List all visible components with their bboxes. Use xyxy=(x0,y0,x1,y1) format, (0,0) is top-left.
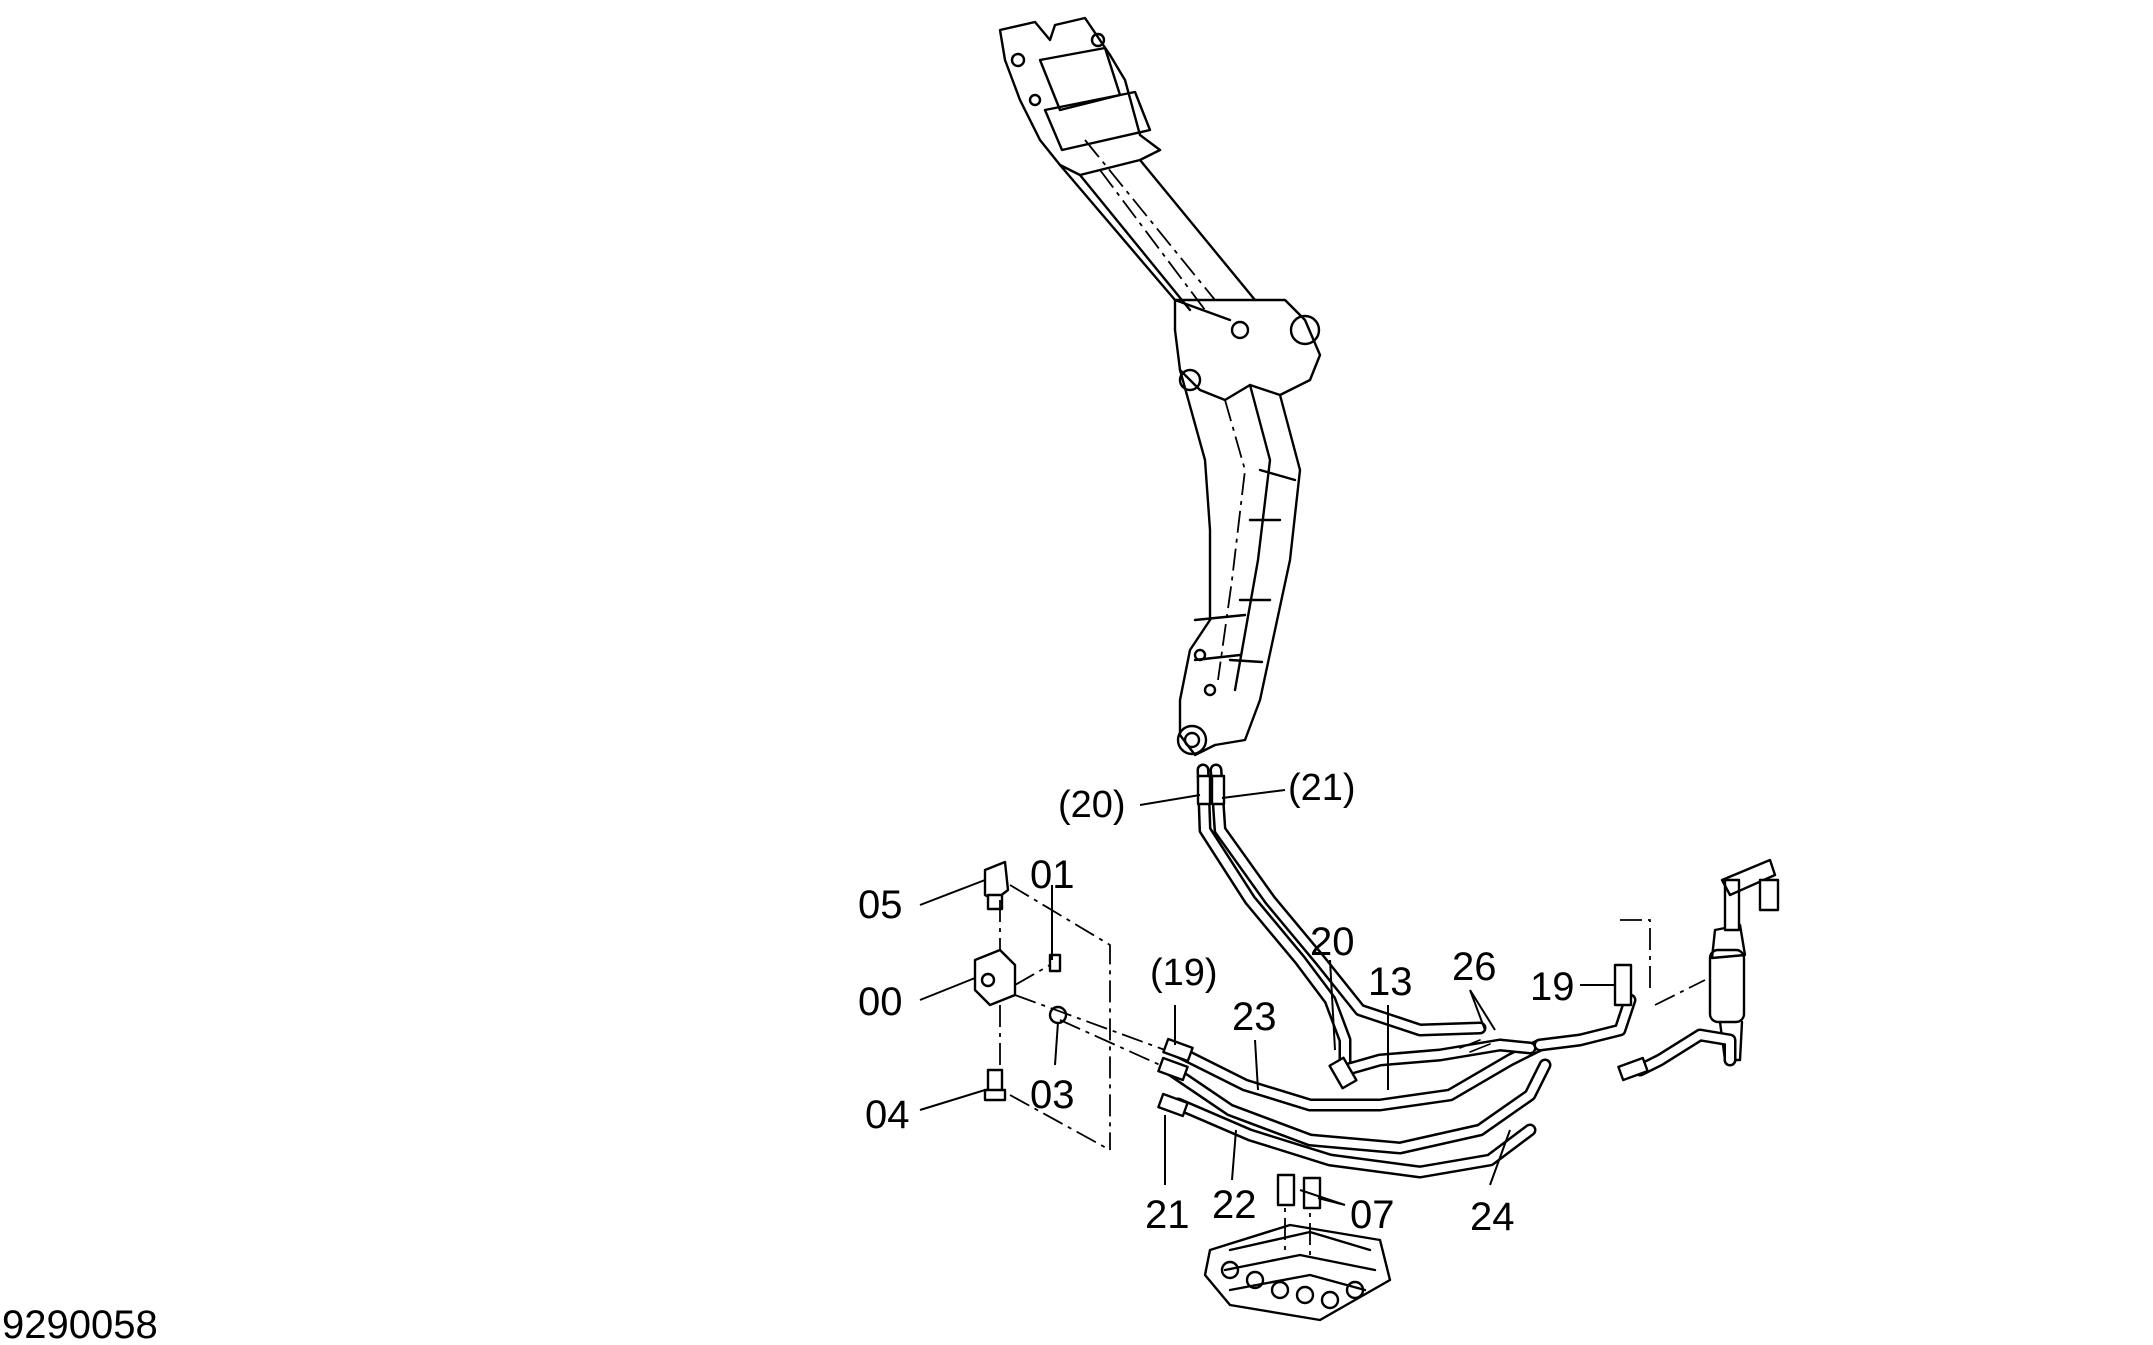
callout-07: 07 xyxy=(1350,1193,1395,1237)
callout-19-ref: (19) xyxy=(1150,952,1218,994)
callout-23: 23 xyxy=(1232,995,1277,1039)
cylinder-assembly xyxy=(1617,858,1780,1082)
boom-arm xyxy=(998,16,1322,757)
callout-05: 05 xyxy=(858,883,903,927)
leader-lines xyxy=(919,789,1615,1206)
callout-00: 00 xyxy=(858,980,903,1024)
callout-20: 20 xyxy=(1310,920,1355,964)
drawing-number: 9290058 xyxy=(2,1303,158,1345)
callout-24: 24 xyxy=(1470,1195,1515,1239)
callout-01: 01 xyxy=(1030,853,1075,897)
hose-loop-assembly xyxy=(1157,963,1637,1179)
callout-04: 04 xyxy=(865,1093,910,1137)
callout-03: 03 xyxy=(1030,1073,1075,1117)
callout-21: 21 xyxy=(1145,1193,1190,1237)
arm-hoses xyxy=(1196,763,1487,1077)
callout-22: 22 xyxy=(1212,1183,1257,1227)
callout-20-ref: (20) xyxy=(1058,784,1126,826)
callout-19: 19 xyxy=(1530,965,1575,1009)
callout-13: 13 xyxy=(1368,960,1413,1004)
callout-26: 26 xyxy=(1452,945,1497,989)
callout-21-ref: (21) xyxy=(1288,767,1356,809)
adapter-parts xyxy=(973,860,1166,1151)
